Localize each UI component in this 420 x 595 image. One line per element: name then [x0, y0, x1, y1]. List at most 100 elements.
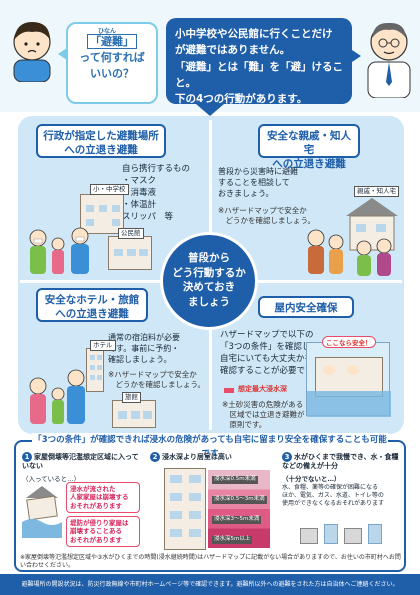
- question-bubble-tail: [58, 48, 67, 60]
- question-bubble: ひなん 「避難」 って何すればいいの？: [66, 22, 158, 104]
- ryokan-label: 旅館: [122, 392, 141, 404]
- note-line: ※ハザードマップで安全か: [108, 370, 197, 379]
- body-line: 水、食糧、薬等の確保が困難になる: [282, 484, 379, 492]
- note-line: 区域では立退き避難が: [222, 410, 305, 420]
- school-label: 小・中学校: [90, 184, 129, 196]
- family-travelers-illustration: [29, 369, 85, 424]
- condition-number: 2: [150, 452, 160, 462]
- apartment-building-illustration: [164, 468, 206, 550]
- down-arrow-icon: [196, 104, 224, 116]
- answer-bubble: 小中学校や公民館に行くことだけ が避難ではありません。 「避難」とは「難」を「避…: [166, 18, 352, 106]
- floor-depth-label: 浸水深3〜5m未満: [212, 516, 262, 524]
- warn-line: 崩壊することある: [70, 527, 122, 536]
- indoor-safety-note: ※土砂災害の危険がある 区域では立退き避難が 原則です。: [222, 400, 305, 430]
- title-line: 行政が指定した避難場所: [43, 130, 159, 142]
- answer-line: 「避難」とは「難」を「避」けること。: [175, 60, 343, 89]
- note-line: どうかを確認しましょう。: [108, 380, 206, 390]
- quadrant-title-indoor-safety: 屋内安全確保: [258, 296, 354, 318]
- relatives-home-body: 普段から災害時に避難 することを相談して おきましょう。: [218, 166, 298, 200]
- safe-here-bubble: ここなら安全！: [322, 336, 376, 348]
- body-line: することを相談して: [218, 178, 290, 188]
- warn-line: おそれがあります: [70, 501, 122, 510]
- floor-depth-label: 浸水深0.5m未満: [212, 476, 258, 484]
- flooded-house-illustration: [306, 342, 391, 417]
- question-text: って何すればいいの？: [79, 50, 145, 80]
- carry-item: ・マスク: [122, 175, 157, 186]
- body-line: おきましょう。: [218, 189, 274, 199]
- condition-3-body: 水、食糧、薬等の確保が困難になる ほか、電気、ガス、水道、トイレ等の 使用ができ…: [282, 484, 400, 508]
- man-character-illustration: [367, 22, 411, 98]
- note-line: ※土砂災害の危険がある: [222, 400, 304, 409]
- condition-2-heading: 浸水深より居室は高い: [162, 453, 232, 461]
- center-line: どう行動するか: [172, 266, 246, 279]
- condition-3-sub: （十分でないと…）: [282, 475, 341, 484]
- answer-line: 小中学校や公民館に行くことだけ: [175, 28, 333, 40]
- center-line: 普段から: [188, 252, 230, 264]
- condition-number: 1: [22, 452, 32, 462]
- title-line: への立退き避難: [64, 144, 138, 157]
- quadrant-title-relatives-home: 安全な親戚・知人宅 への立退き避難: [258, 124, 360, 170]
- warn-line: 浸水が流された: [70, 485, 116, 493]
- warn-line: おそれがあります: [70, 535, 122, 544]
- center-line: ましょう: [188, 296, 230, 309]
- body-line: 通常の宿泊料が必要: [108, 333, 180, 342]
- title-line: への立退き避難: [55, 308, 129, 321]
- floor-depth-label: 浸水深0.5〜3m未満: [212, 496, 267, 504]
- footer-bar: 避難場所の開設状況は、防災行政無線や市町村ホームページ等で確認できます。避難所以…: [0, 574, 420, 595]
- flood-depth-legend-label: 想定最大浸水深: [238, 385, 287, 393]
- boy-character-illustration: [13, 22, 51, 82]
- floor-depth-label: 浸水深5m以上: [212, 536, 253, 544]
- family-with-masks-illustration: [29, 227, 89, 274]
- carry-items-list: 自ら携行するもの ・マスク ・消毒液 ・体温計 スリッパ 等: [122, 164, 190, 223]
- condition-number: 3: [282, 452, 292, 462]
- relatives-home-label: 親戚・知人宅: [354, 186, 399, 198]
- body-line: 普段から災害時に避難: [218, 167, 298, 176]
- body-line: ハザードマップで以下の: [220, 330, 314, 340]
- answer-bubble-tail: [352, 50, 361, 62]
- carry-item: スリッパ 等: [122, 211, 174, 222]
- note-line: ※ハザードマップで安全か: [218, 206, 307, 215]
- hotel-building-illustration: [86, 348, 104, 392]
- answer-line: 下の4つの行動があります。: [175, 93, 308, 106]
- hotel-label: ホテル: [90, 340, 116, 352]
- condition-3-heading: 水がひくまで我慢でき、水・食糧などの備えが十分: [282, 453, 399, 471]
- body-line: 使用ができなくなるおそれがあります: [282, 500, 385, 508]
- title-line: 屋内安全確保: [274, 302, 338, 314]
- condition-1-warning-2: 堤防が侵りり家屋は 崩壊することある おそれがあります: [66, 516, 140, 548]
- body-line: 「3つの条件」を確認し: [220, 341, 311, 352]
- body-line: 自宅にいても大丈夫かを: [220, 353, 313, 364]
- community-hall-label: 公民館: [118, 228, 144, 240]
- question-highlight: 「避難」: [87, 34, 137, 49]
- three-conditions-title: 「3つの条件」が確認できれば浸水の危険があっても自宅に留まり安全を確保することも…: [32, 433, 388, 459]
- collapsing-house-illustration: [22, 486, 62, 538]
- body-line: です。事前に予約・: [108, 344, 180, 354]
- carry-item: ・体温計: [122, 199, 157, 210]
- indoor-safety-body: ハザードマップで以下の 「3つの条件」を確認し 自宅にいても大丈夫かを 確認する…: [220, 330, 321, 378]
- hotel-body: 通常の宿泊料が必要 です。事前に予約・ 確認しましょう。: [108, 332, 180, 366]
- ruby-text: ひなん: [98, 28, 117, 35]
- note-line: 原則です。: [222, 420, 267, 430]
- quadrant-title-hotel: 安全なホテル・旅館 への立退き避難: [36, 288, 148, 322]
- quadrant-title-designated-shelter: 行政が指定した避難場所 への立退き避難: [36, 124, 166, 158]
- conditions-footnote: ※家屋倒壊等氾濫想定区域や③水がひくまでの時間(浸水継続時間)はハザードマップに…: [20, 554, 401, 570]
- community-hall-illustration: [108, 236, 152, 270]
- center-advice-circle: 普段から どう行動するか 決めておき ましょう: [160, 232, 258, 330]
- condition-1-heading: 家屋倒壊等氾濫想定区域に入っていない: [22, 453, 139, 471]
- note-line: どうかを確認しましょう。: [218, 216, 316, 226]
- carry-items-intro: 自ら携行するもの: [122, 164, 191, 174]
- relatives-house-illustration: [307, 198, 398, 276]
- supplies-illustration: [300, 524, 390, 546]
- center-line: 決めておき: [182, 281, 236, 294]
- title-line: 安全な親戚・知人宅: [267, 130, 351, 157]
- hotel-note: ※ハザードマップで安全か どうかを確認しましょう。: [108, 370, 205, 390]
- ryokan-building-illustration: [112, 400, 156, 428]
- flood-depth-legend-swatch: [224, 388, 234, 393]
- condition-1-warning-1: 浸水が流された 人家家屋は崩壊する おそれがあります: [66, 482, 140, 514]
- body-line: 確認することが必要です。: [220, 365, 322, 376]
- body-line: ほか、電気、ガス、水道、トイレ等の: [282, 492, 384, 500]
- carry-item: ・消毒液: [122, 187, 157, 198]
- condition-1-sub: （入っていると…）: [22, 475, 81, 484]
- title-line: への立退き避難: [272, 158, 346, 171]
